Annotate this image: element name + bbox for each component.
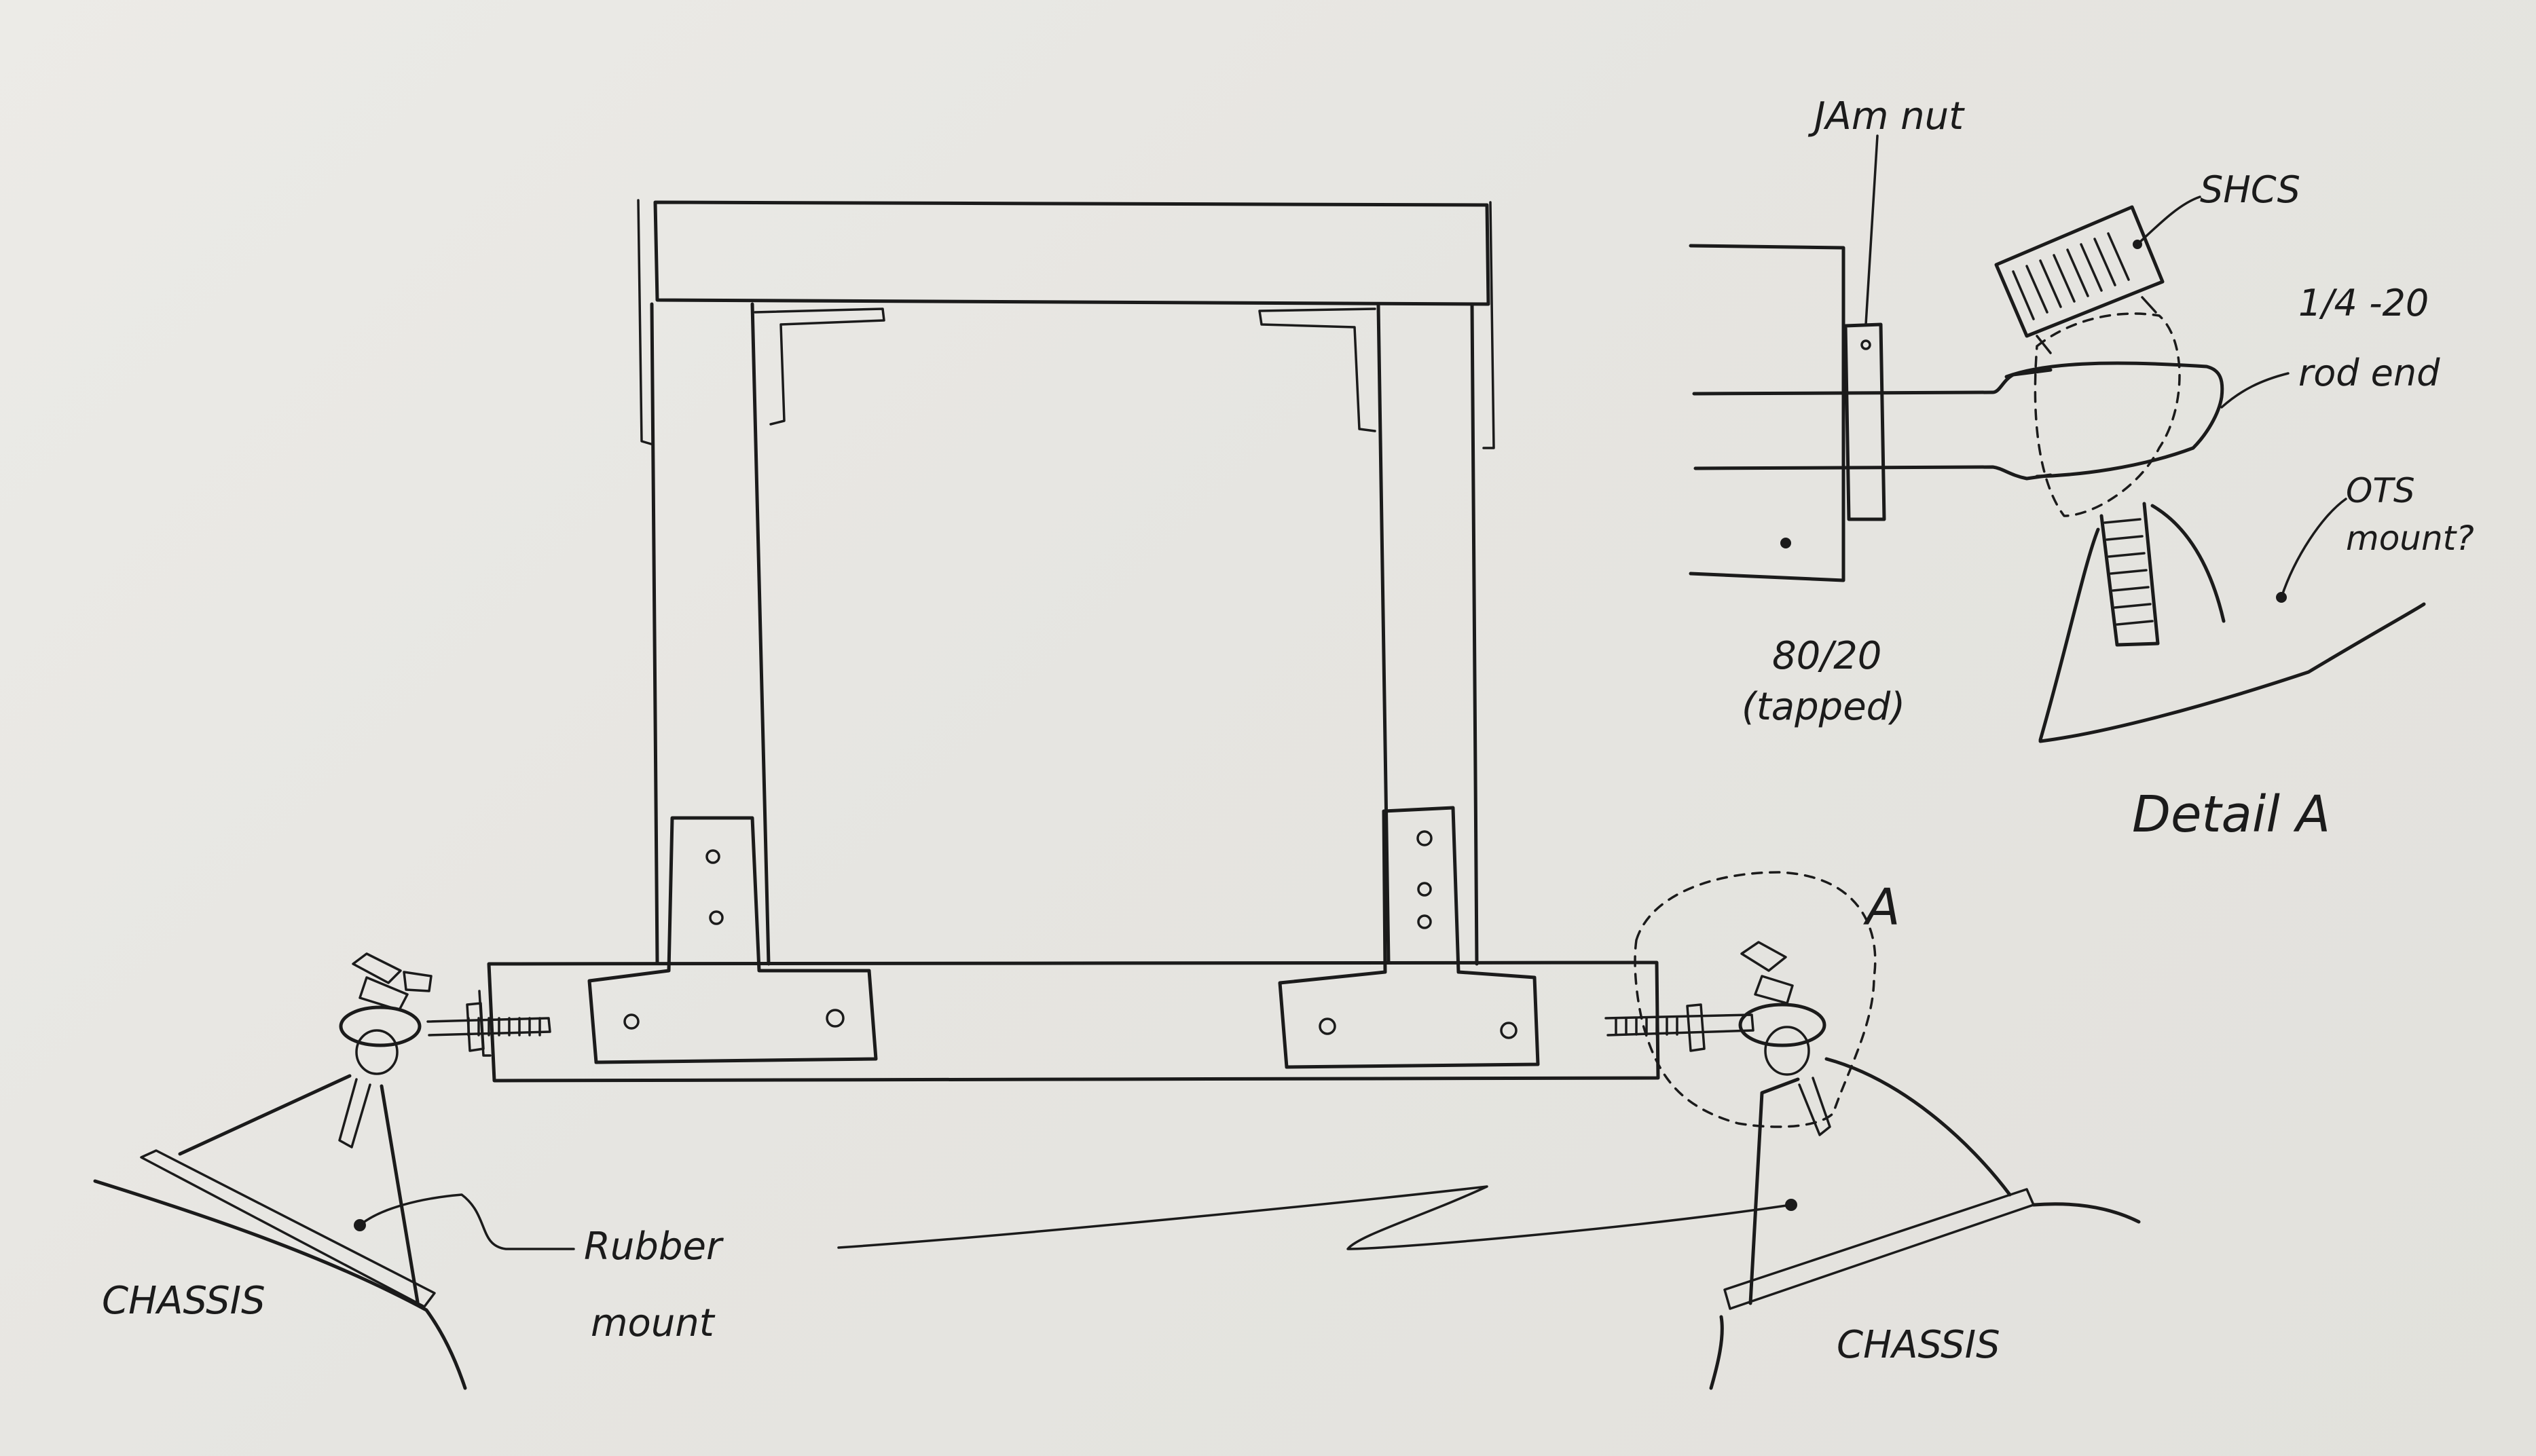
label-extrusion-2: (tapped) (1742, 685, 1905, 729)
label-detail-title: Detail A (2132, 785, 2330, 844)
main-frame (478, 199, 1660, 1083)
right-rod-end (1604, 941, 1831, 1136)
label-rubber-mount-1: Rubber (584, 1225, 724, 1269)
label-chassis-right: CHASSIS (1837, 1323, 2000, 1367)
label-shcs: SHCS (2200, 168, 2300, 211)
right-rubber-mount (837, 1057, 2141, 1390)
label-extrusion-1: 80/20 (1772, 634, 1881, 678)
label-jam-nut: JAm nut (1807, 94, 1965, 138)
label-ots-mount-2: mount? (2346, 519, 2474, 558)
detail-a-callout (1634, 871, 1877, 1128)
detail-a-view (1689, 134, 2426, 743)
label-rod-size: 1/4 -20 (2298, 282, 2429, 324)
left-rubber-mount (93, 1074, 575, 1390)
label-rod-end: rod end (2298, 352, 2440, 394)
label-rubber-mount-2: mount (591, 1301, 716, 1345)
label-ots-mount-1: OTS (2346, 471, 2415, 510)
label-detail-callout: A (1863, 878, 1900, 937)
left-rod-end (338, 952, 551, 1149)
right-t-bracket (1278, 806, 1540, 1069)
label-chassis-left: CHASSIS (102, 1279, 265, 1323)
left-t-bracket (587, 816, 878, 1064)
